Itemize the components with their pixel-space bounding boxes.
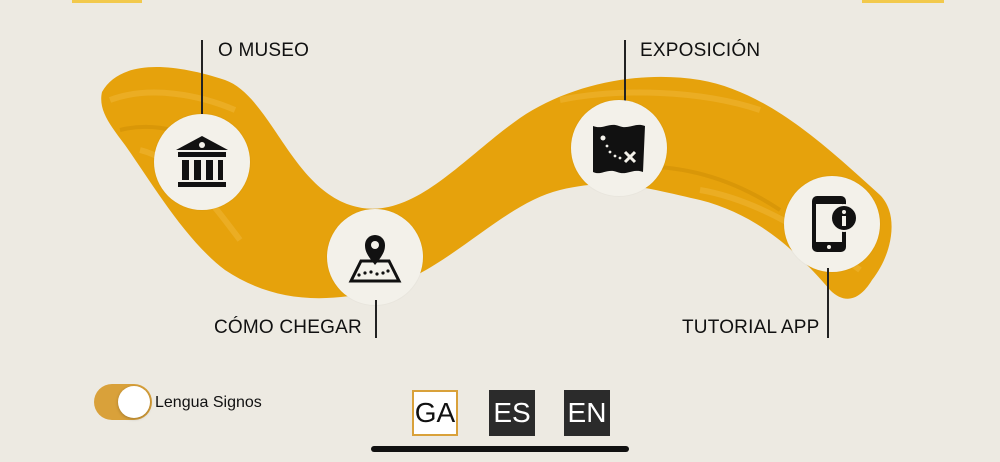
lang-button-ga[interactable]: GA xyxy=(412,390,458,436)
chegar-button[interactable] xyxy=(327,209,423,305)
chegar-label[interactable]: CÓMO CHEGAR xyxy=(214,317,362,338)
lang-button-es[interactable]: ES xyxy=(489,390,535,436)
toggle-knob xyxy=(118,386,150,418)
exposicion-connector xyxy=(624,40,626,104)
museo-connector xyxy=(201,40,203,120)
tutorial-connector xyxy=(827,268,829,338)
chegar-connector xyxy=(375,300,377,338)
tutorial-button[interactable] xyxy=(784,176,880,272)
sign-language-toggle[interactable] xyxy=(94,384,152,420)
sign-language-label: Lengua Signos xyxy=(155,394,262,411)
top-accent-right xyxy=(862,0,944,3)
lang-button-en[interactable]: EN xyxy=(564,390,610,436)
phone-info-icon xyxy=(812,196,858,252)
tutorial-label[interactable]: TUTORIAL APP xyxy=(682,317,820,338)
map-pin-icon xyxy=(348,235,402,283)
exposicion-label[interactable]: EXPOSICIÓN xyxy=(640,40,761,61)
home-indicator xyxy=(371,446,629,452)
treasure-map-icon xyxy=(593,124,645,174)
top-accent-left xyxy=(72,0,142,3)
museum-icon xyxy=(176,136,228,187)
museo-button[interactable] xyxy=(154,114,250,210)
museo-label[interactable]: O MUSEO xyxy=(218,40,310,61)
exposicion-button[interactable] xyxy=(571,100,667,196)
